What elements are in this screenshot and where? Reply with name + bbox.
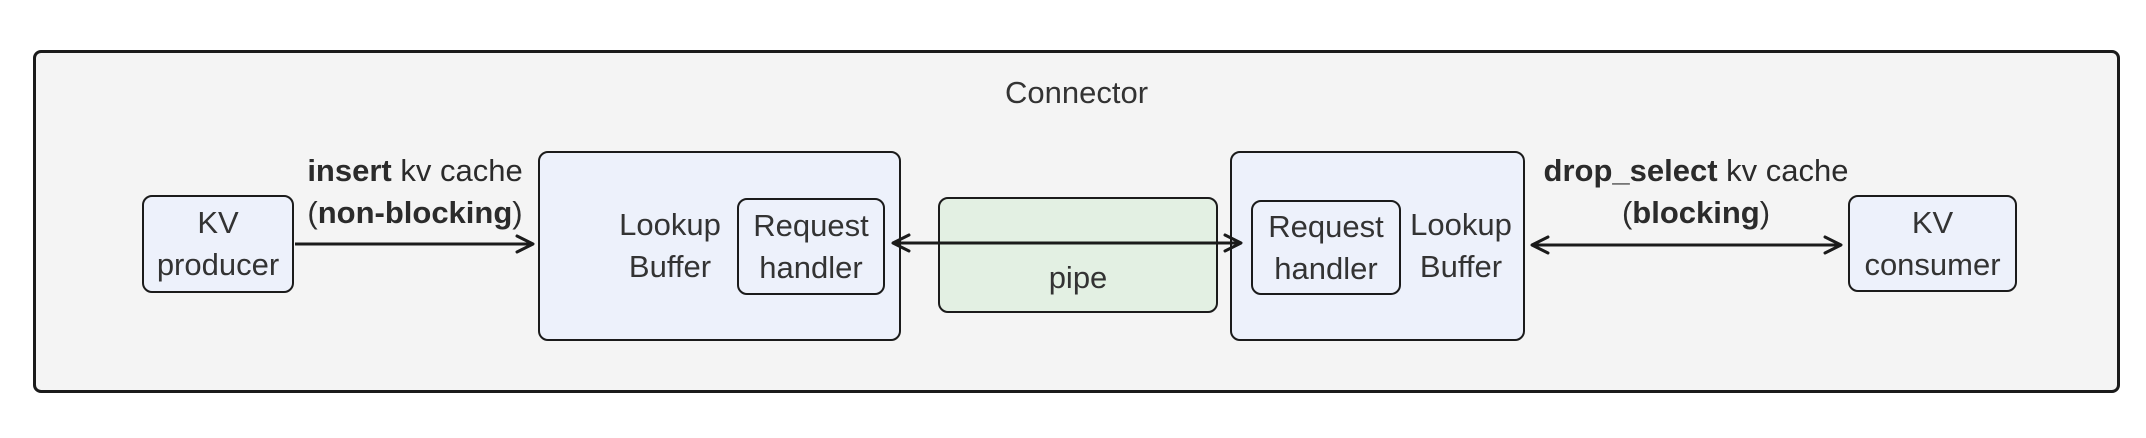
pipe-node: pipe [938,197,1218,313]
node-label: pipe [1048,260,1108,295]
node-label: KV [1911,204,1954,240]
edge-label-line: insert kv cache [280,150,550,192]
edge-rest-text: kv cache [1717,153,1849,188]
node-label: Request [753,207,869,243]
node-label: handler [1274,250,1378,286]
node-label: Request [1268,208,1384,244]
lookup-buffer-right-node: Request handler Lookup Buffer [1230,151,1525,341]
lookup-buffer-left-node: Lookup Buffer Request handler [538,151,901,341]
edge-qualifier-text: blocking [1632,195,1760,230]
node-label: producer [156,247,280,282]
edge-label-line: (blocking) [1536,192,1856,234]
edge-action-text: insert [307,153,392,188]
connector-title: Connector [1004,75,1149,110]
lookup-buffer-left-label: Lookup Buffer [570,153,770,339]
node-label: KV [197,205,239,240]
drop-select-edge-label: drop_select kv cache (blocking) [1536,150,1856,234]
edge-qualifier-text: non-blocking [317,195,513,230]
node-label: consumer [1864,246,2001,282]
paren-text: ( [307,195,318,230]
insert-edge-label: insert kv cache (non-blocking) [280,150,550,234]
paren-text: ( [1621,195,1633,230]
node-label: Lookup [1410,207,1512,242]
kv-consumer-node: KV consumer [1848,195,2017,292]
edge-label-line: (non-blocking) [280,192,550,234]
node-label: Buffer [628,249,712,284]
node-label: handler [759,249,863,285]
edge-label-line: drop_select kv cache [1536,150,1856,192]
request-handler-left-node: Request handler [737,198,885,295]
node-label: Buffer [1419,249,1503,284]
paren-text: ) [512,195,523,230]
lookup-buffer-right-label: Lookup Buffer [1398,153,1524,339]
request-handler-right-node: Request handler [1251,200,1401,295]
edge-rest-text: kv cache [391,153,523,188]
edge-action-text: drop_select [1543,153,1718,188]
paren-text: ) [1759,195,1771,230]
kv-producer-node: KV producer [142,195,294,293]
node-label: Lookup [619,207,721,242]
